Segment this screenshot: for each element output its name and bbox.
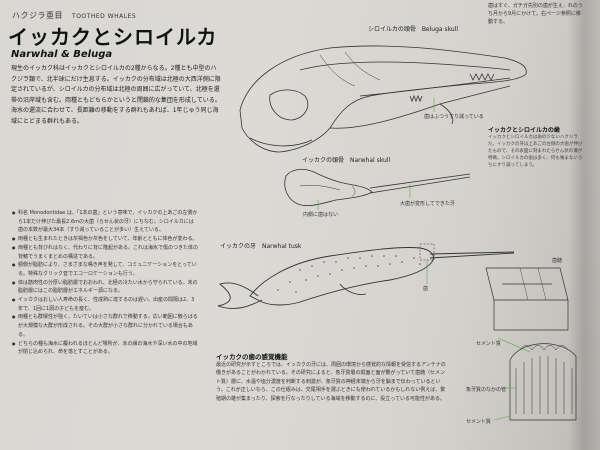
narwhal-tusk-note: 大歯が変形してできた牙 — [400, 201, 455, 207]
intro-paragraph: 現生のイッカク科はイッカクとシロイルカの2種からなる。2種とも中型のハクジラ類で… — [11, 65, 221, 125]
page-subtitle: Narwhal & Beluga — [11, 49, 113, 60]
fact-list: 科名 Monodontidae は、「1本の歯」という意味で、イッカクの上あごの… — [12, 209, 198, 357]
fact-item: 両種とも背びれはなく、代わりに背に隆起がある。これは海氷で傷のつきた体の背鰭でう… — [12, 244, 198, 261]
fact-item: 科名 Monodontidae は、「1本の歯」という意味で、イッカクの上あごの… — [12, 209, 198, 235]
page-gutter — [568, 0, 600, 450]
tusk-section-drawing — [485, 267, 577, 421]
beluga-skull-caption: シロイルカの頭骨 Beluga skull — [368, 26, 459, 33]
dentin-tube-label: 象牙質のなかの管 — [466, 387, 507, 393]
teeth-side-title: イッカクとシロイルカの歯 — [488, 127, 560, 134]
sense-box-title: イッカクの歯の感覚機能 — [216, 353, 288, 361]
fact-item: 額側が脂肪により、さまざまな鳴き声を発して、コミュニケーションをとっている。特殊… — [12, 261, 198, 278]
fact-item: 体は筋肉性の分厚い脂肪層でおおわれ、北極の冷たい水から守られている。未の脂肪層に… — [12, 279, 198, 296]
cement-label-2: セメント質 — [466, 419, 491, 425]
beluga-teeth-note: 歯はふつうすり減っている — [424, 114, 484, 120]
page-title: イッカクとシロイルカ — [8, 25, 218, 49]
tooth-label: 歯 — [423, 286, 429, 292]
top-right-text: 歯はすぐ、ガチガ先別の歯が生え、れのうち月から9月にかけて。右ページ参照に移動す… — [488, 3, 583, 25]
fact-item: イッカクはおしい人寿命の長く、性成熟に達するのは遅い。出産の間隔は2、3年で、1… — [12, 296, 198, 313]
cement-label: セメント質 — [476, 341, 501, 347]
beluga-skull-drawing — [239, 45, 527, 153]
narwhal-inner-note: 内側に歯はない — [303, 212, 339, 218]
teeth-side-text: イッカクとシロイルカは歯の少ないハクジラだ。イッカクの牙は上あごの左側の大歯が伸… — [488, 135, 583, 168]
section-label: ハクジラ亜目 TOOTHED WHALES — [12, 10, 136, 21]
section-label-en: TOOTHED WHALES — [72, 13, 137, 20]
fact-item: 両種とも群棲性が強く、たいていは小さな群れで移動する。広い範囲に散らばるが大規模… — [12, 313, 198, 339]
sense-box-text: 最近の研究が示すところでは、イッカクの牙には、周囲の環境から感覚的な情報を受信す… — [216, 362, 446, 402]
pulp-label: 歯髄 — [552, 258, 563, 264]
narwhal-skull-caption: イッカクの頭骨 Narwhal skull — [302, 157, 391, 164]
fact-item: どちらの種も海水に覆われるほとんど場所が、氷の縁の海水や深い水の中の地域が閉じ込… — [12, 340, 198, 357]
narwhal-body-drawing — [217, 247, 515, 309]
fact-item: 両種とも生まれたときは灰褐色か灰色をしていて、年齢とともに体色が変わる。 — [12, 235, 198, 244]
narwhal-tusk-caption: イッカクの牙 Narwhal tusk — [220, 243, 302, 250]
section-label-jp: ハクジラ亜目 — [12, 11, 63, 20]
narwhal-skull-drawing — [284, 168, 471, 207]
